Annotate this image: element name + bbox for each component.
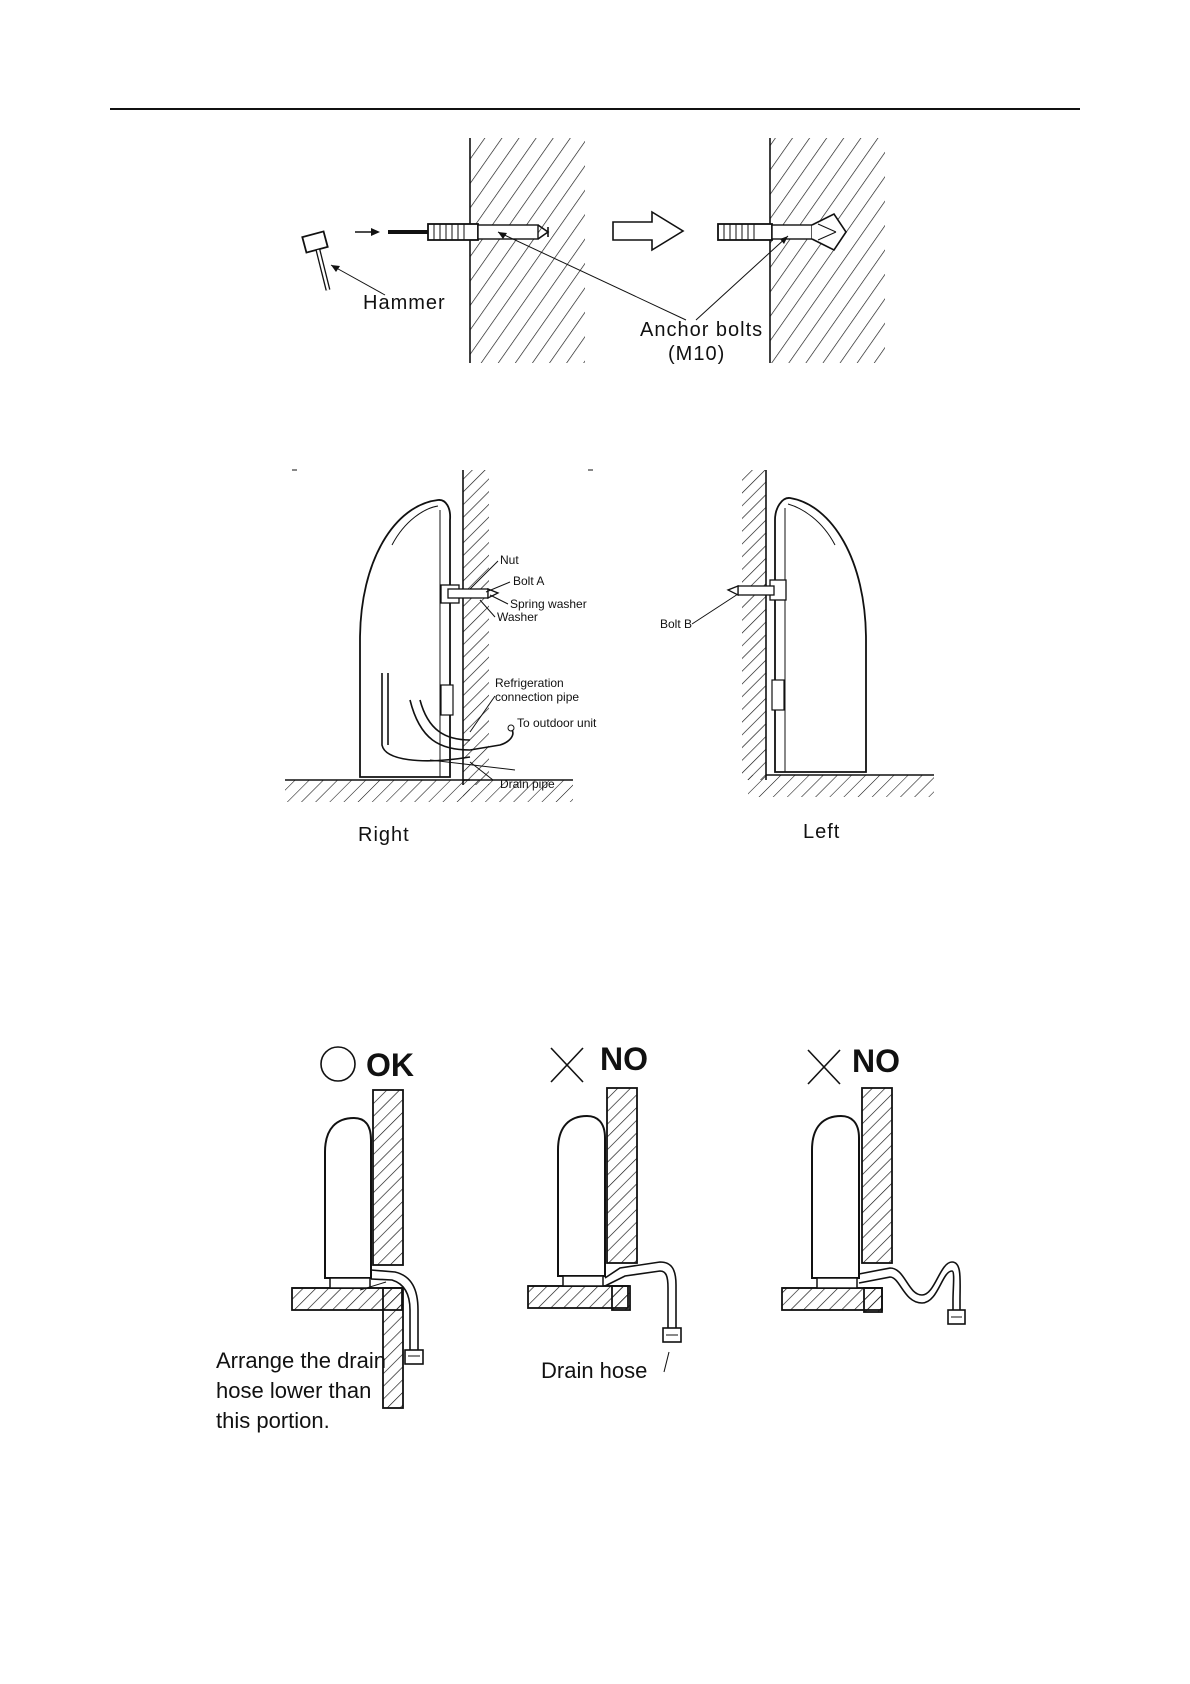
panel-no-1: NO Drain hose (528, 1041, 681, 1383)
panel-ok: OK Arrange the drain hose lower than thi… (216, 1047, 423, 1433)
drain-note-line1: Arrange the drain (216, 1348, 386, 1373)
anchor-bolts-label: Anchor bolts (640, 319, 763, 341)
ok-verdict: OK (366, 1047, 414, 1083)
indoor-unit-right (360, 500, 450, 777)
hammer-label: Hammer (363, 292, 446, 314)
anchor-bolt-before (388, 224, 548, 240)
washer-label: Washer (497, 610, 538, 624)
cross-icon (808, 1050, 840, 1084)
refrigeration-label-line1: Refrigeration (495, 676, 564, 690)
no-verdict-1: NO (600, 1041, 648, 1077)
spring-washer-label: Spring washer (510, 597, 587, 611)
no-verdict-2: NO (852, 1043, 900, 1079)
ok-circle-icon (321, 1047, 355, 1081)
hammer-icon (302, 231, 328, 290)
drain-note-line3: this portion. (216, 1408, 330, 1433)
figure-anchor-bolts: Hammer (302, 138, 885, 365)
right-caption: Right (358, 824, 410, 846)
left-caption: Left (803, 821, 840, 843)
wall-section-left (470, 138, 585, 363)
right-side-view: Nut Bolt A Spring washer Washer Refriger… (285, 470, 597, 846)
figure-drain-hose: OK Arrange the drain hose lower than thi… (216, 1041, 965, 1433)
figure-mounting-sides: Nut Bolt A Spring washer Washer Refriger… (285, 470, 934, 846)
unit-no-2 (812, 1116, 859, 1278)
anchor-size-label: (M10) (668, 343, 725, 365)
left-side-view: Bolt B Left (660, 470, 934, 843)
unit-no-1 (558, 1116, 605, 1276)
bolt-b-label: Bolt B (660, 617, 692, 631)
panel-no-2: NO (782, 1043, 965, 1324)
unit-ok (325, 1118, 371, 1278)
drain-hose-label: Drain hose (541, 1358, 647, 1383)
nut-label: Nut (500, 553, 519, 567)
bolt-a-label: Bolt A (513, 574, 544, 588)
to-outdoor-unit-label: To outdoor unit (517, 716, 597, 730)
cross-icon (551, 1048, 583, 1082)
wall-section-right (770, 138, 885, 363)
transition-arrow-icon (613, 212, 683, 250)
drain-note-line2: hose lower than (216, 1378, 371, 1403)
drain-pipe-label: Drain pipe (500, 777, 555, 791)
indoor-unit-left (775, 498, 866, 772)
refrigeration-label-line2: connection pipe (495, 690, 579, 704)
